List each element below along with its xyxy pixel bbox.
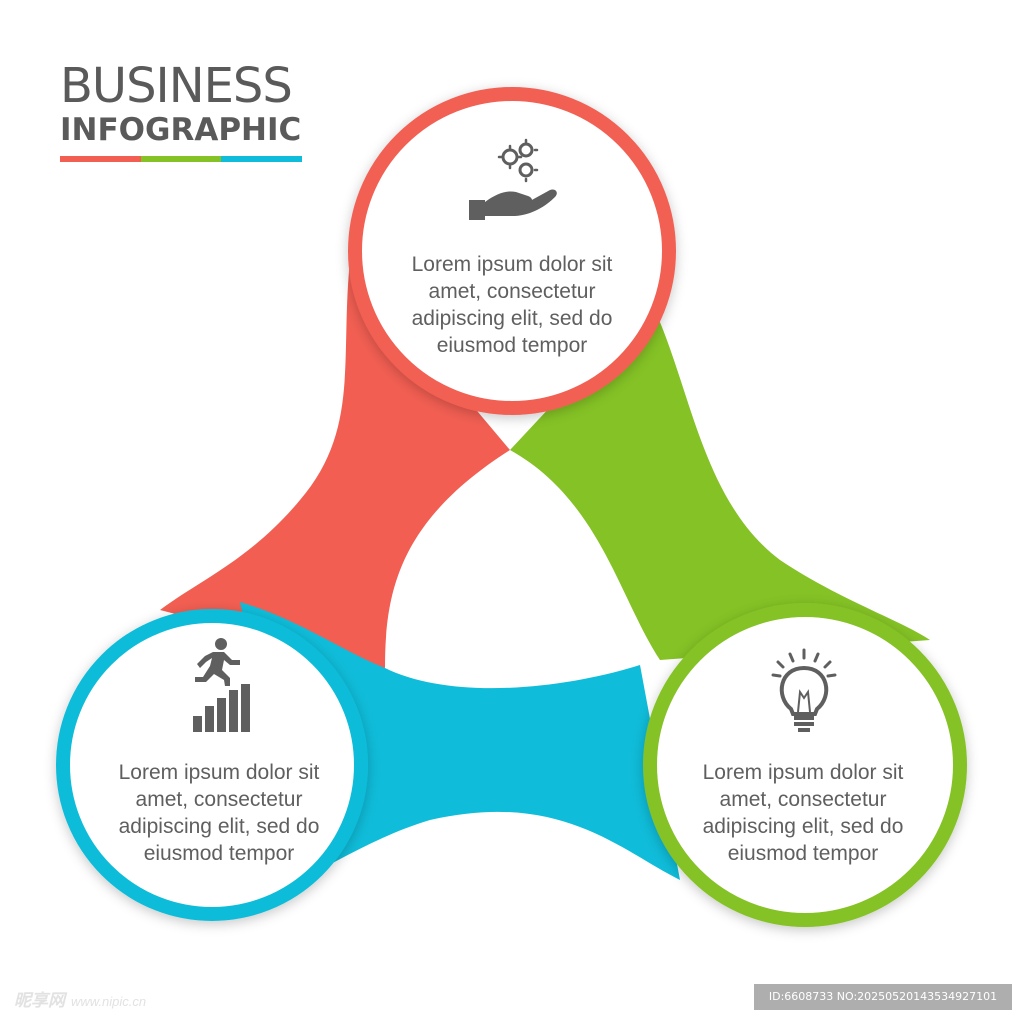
hand-gears-icon [469,138,557,220]
title-bar-blue [221,156,303,162]
title-block: BUSINESS INFOGRAPHIC [60,58,303,162]
title-infographic: INFOGRAPHIC [60,112,302,148]
node-text-line: Lorem ipsum dolor sit [411,253,613,276]
node-text-top: Lorem ipsum dolor sit amet, consectetur … [387,251,637,359]
node-text-left: Lorem ipsum dolor sit amet, consectetur … [94,759,344,867]
title-bar-red [60,156,141,162]
node-text-line: adipiscing elit, sed do [411,307,613,330]
node-text-line: adipiscing elit, sed do [702,815,904,838]
title-color-bar [60,156,303,162]
node-text-right: Lorem ipsum dolor sit amet, consectetur … [678,759,928,867]
node-text-line: amet, consectetur [719,788,887,811]
title-business: BUSINESS [60,58,293,114]
connector-green [510,300,930,660]
node-text-line: Lorem ipsum dolor sit [702,761,904,784]
watermark-left: 昵享网 www.nipic.cn [14,986,146,1011]
node-ring-left [56,609,368,921]
runner-stairs-chart-icon [193,638,250,732]
node-ring-right [643,603,967,927]
watermark-id: ID:6608733 NO:20250520143534927101 [754,984,1012,1010]
node-text-line: eiusmod tempor [143,842,295,865]
title-bar-green [140,156,222,162]
lightbulb-icon [771,648,837,732]
node-text-line: Lorem ipsum dolor sit [118,761,320,784]
node-text-line: eiusmod tempor [727,842,879,865]
node-text-line: adipiscing elit, sed do [118,815,320,838]
node-text-line: amet, consectetur [428,280,596,303]
node-ring-top [348,87,676,415]
node-text-line: eiusmod tempor [436,334,588,357]
watermark-domain: www.nipic.cn [71,994,147,1009]
watermark-cn: 昵享网 [14,991,65,1010]
node-text-line: amet, consectetur [135,788,303,811]
